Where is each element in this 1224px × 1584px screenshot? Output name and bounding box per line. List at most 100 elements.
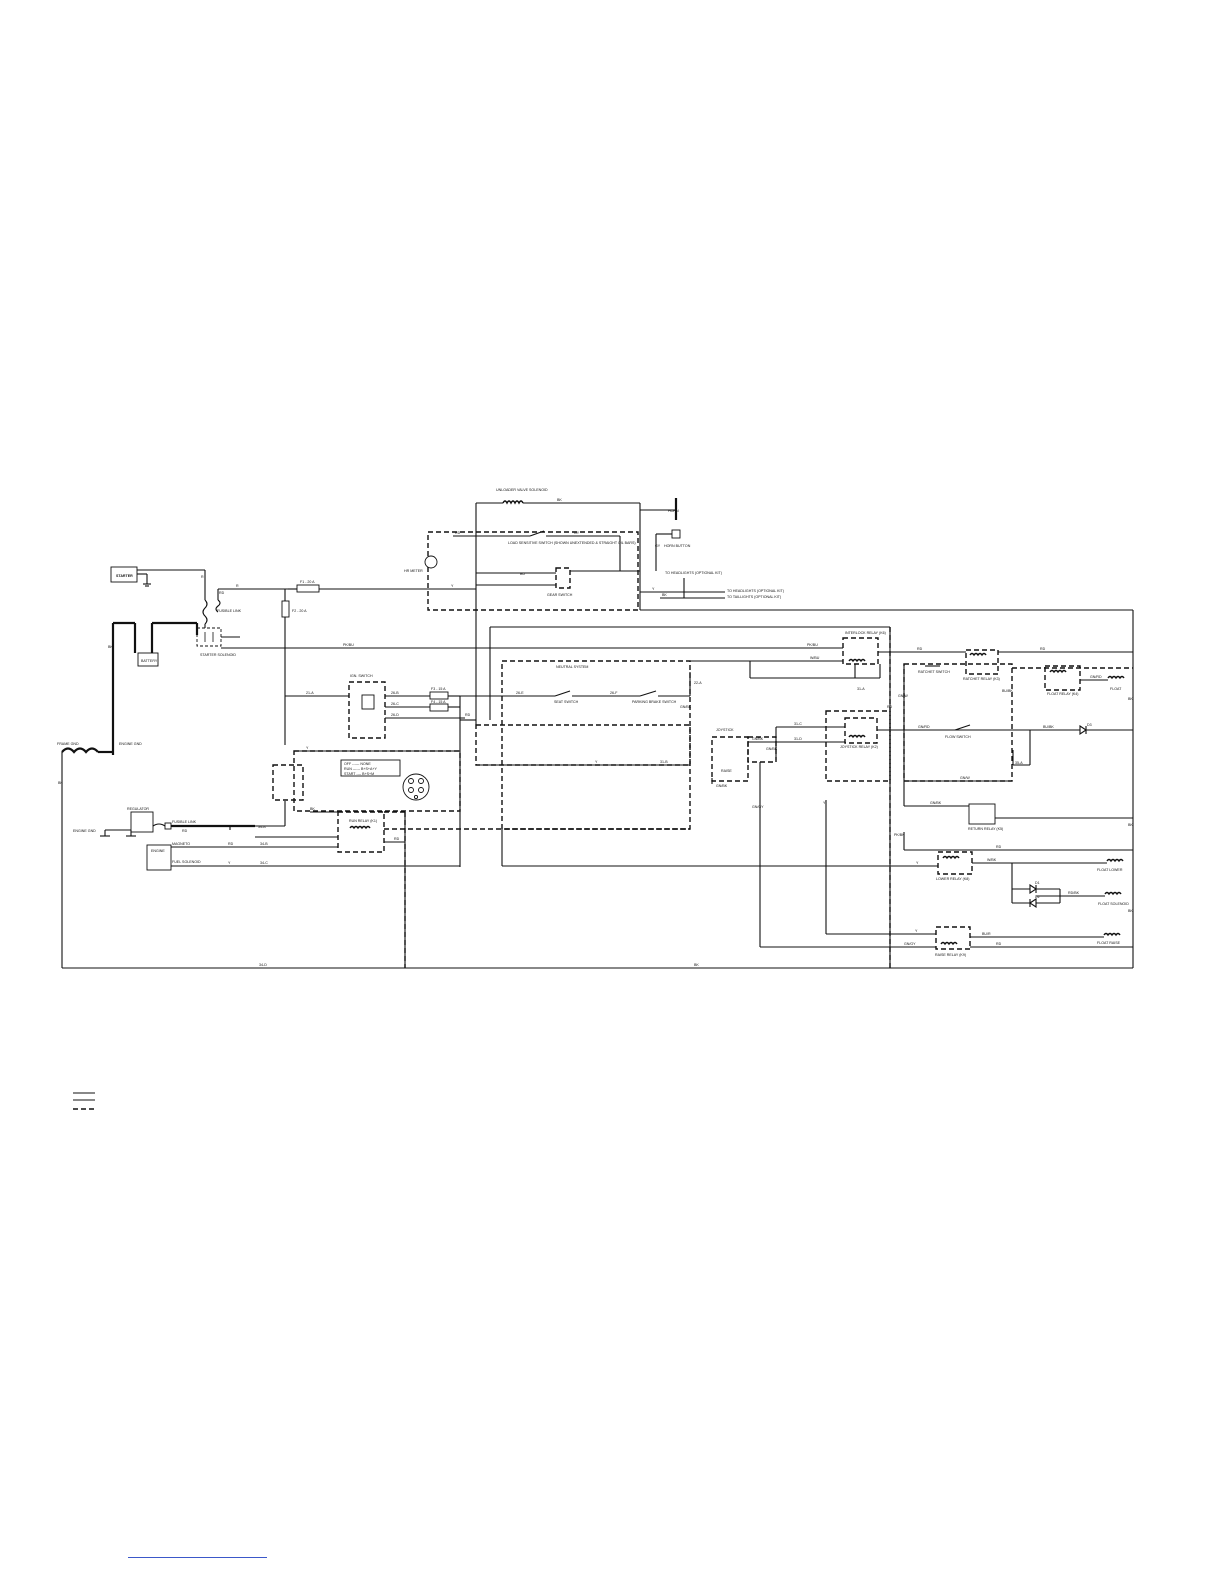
fusible-link-bottom: [152, 823, 166, 827]
battery: BATTERY: [137, 652, 159, 667]
svg-text:FRAME GND: FRAME GND: [57, 742, 79, 746]
unloader-solenoid: UNLOADER VALVE SOLENOID: [496, 488, 548, 505]
svg-text:REGULATOR: REGULATOR: [127, 807, 149, 811]
return-relay: RETURN RELAY (K5): [968, 803, 1003, 831]
connector-j1: [402, 773, 430, 801]
svg-text:RD: RD: [887, 705, 893, 709]
svg-text:RD: RD: [996, 845, 1002, 849]
svg-text:26-C: 26-C: [391, 702, 399, 706]
ign-switch: IGN. SWITCH: [348, 674, 386, 739]
joystick-relay: JOYSTICK RELAY (K2): [840, 717, 878, 749]
joystick: JOYSTICK RAISE: [711, 728, 749, 782]
svg-text:BU/BK: BU/BK: [1043, 725, 1054, 729]
svg-text:BK: BK: [108, 645, 113, 649]
svg-text:TO HEADLIGHTS (OPTIONAL KIT): TO HEADLIGHTS (OPTIONAL KIT): [727, 589, 784, 593]
svg-text:RD/BK: RD/BK: [1068, 891, 1080, 895]
float-solenoid: FLOAT: [1107, 675, 1125, 691]
svg-text:Y: Y: [823, 801, 826, 805]
svg-text:BK: BK: [310, 807, 315, 811]
svg-text:PK/BU: PK/BU: [343, 643, 354, 647]
svg-text:BU: BU: [520, 572, 525, 576]
svg-text:FLOAT RAISE: FLOAT RAISE: [1097, 941, 1121, 945]
key-switch-legend: OFF ------ NONE RUN ------ B+S+A+Y START…: [340, 759, 401, 777]
svg-text:RETURN RELAY (K5): RETURN RELAY (K5): [968, 827, 1003, 831]
svg-text:BU/BK: BU/BK: [1002, 689, 1013, 693]
svg-text:22-A: 22-A: [694, 681, 702, 685]
raise-relay: RAISE RELAY (K9): [935, 926, 971, 957]
svg-text:SEAT SWITCH: SEAT SWITCH: [554, 700, 579, 704]
svg-text:FLOAT SOLENOID: FLOAT SOLENOID: [1098, 902, 1129, 906]
ratchet-box: [903, 663, 1013, 782]
svg-text:W/BU: W/BU: [810, 656, 820, 660]
svg-text:35-A: 35-A: [1015, 761, 1023, 765]
svg-text:RUN ------ B+S+A+Y: RUN ------ B+S+A+Y: [344, 767, 377, 771]
svg-text:FLOW SWITCH: FLOW SWITCH: [945, 735, 971, 739]
svg-text:RD: RD: [182, 829, 188, 833]
float-relay: FLOAT RELAY (K4): [1044, 665, 1081, 696]
svg-text:F3 - 15 A: F3 - 15 A: [431, 687, 446, 691]
horn-button: HORN BUTTON: [655, 529, 691, 571]
svg-text:BK: BK: [694, 963, 699, 967]
svg-text:RD: RD: [465, 713, 471, 717]
svg-text:26-D: 26-D: [391, 713, 399, 717]
svg-text:Y: Y: [306, 746, 309, 750]
svg-text:RUN RELAY (K1): RUN RELAY (K1): [349, 819, 377, 823]
svg-text:F2 - 20 A: F2 - 20 A: [292, 609, 307, 613]
svg-text:GN/BK: GN/BK: [716, 784, 728, 788]
float-lower-coil: FLOAT LOWER: [1097, 858, 1124, 872]
gear-switch: GEAR SWITCH: [476, 567, 573, 597]
svg-text:FUSIBLE LINK: FUSIBLE LINK: [217, 609, 242, 613]
svg-text:BK: BK: [1128, 697, 1133, 701]
svg-text:LOAD SENSITIVE SWITCH (SHOWN U: LOAD SENSITIVE SWITCH (SHOWN UNEXTENDED …: [508, 541, 636, 545]
svg-text:F1 - 20 A: F1 - 20 A: [300, 580, 315, 584]
hour-meter: HR METER: [404, 555, 438, 573]
starter: STARTER: [110, 566, 151, 587]
svg-text:BK: BK: [1128, 909, 1133, 913]
ratchet-switch: RATCHET SWITCH: [918, 665, 950, 674]
svg-text:GN/GY: GN/GY: [752, 805, 764, 809]
diode-d1: [1029, 883, 1037, 895]
svg-text:RD: RD: [228, 842, 234, 846]
svg-text:Y: Y: [652, 587, 655, 591]
svg-text:UNLOADER VALVE SOLENOID: UNLOADER VALVE SOLENOID: [496, 488, 548, 492]
svg-text:Y: Y: [451, 584, 454, 588]
svg-text:IGN. SWITCH: IGN. SWITCH: [350, 674, 373, 678]
svg-text:ENGINE: ENGINE: [151, 849, 165, 853]
fusible-link-top: [202, 599, 208, 625]
svg-text:BATTERY: BATTERY: [141, 659, 158, 663]
neutral-system-box: [501, 660, 691, 830]
engine: ENGINE: [146, 844, 172, 871]
svg-text:RATCHET RELAY (K3): RATCHET RELAY (K3): [963, 677, 1000, 681]
svg-text:R: R: [236, 584, 239, 588]
svg-text:HORN BUTTON: HORN BUTTON: [664, 544, 691, 548]
svg-text:RD: RD: [996, 942, 1002, 946]
run-relay: RUN RELAY (K1): [337, 811, 385, 853]
svg-text:ENGINE GND: ENGINE GND: [119, 742, 142, 746]
svg-text:PK/BU: PK/BU: [807, 643, 818, 647]
svg-text:INTERLOCK RELAY (K6): INTERLOCK RELAY (K6): [845, 631, 886, 635]
svg-text:W/BK: W/BK: [987, 858, 997, 862]
svg-text:HORN: HORN: [668, 509, 679, 513]
svg-text:RD: RD: [1040, 647, 1046, 651]
svg-text:OFF ------ NONE: OFF ------ NONE: [344, 762, 371, 766]
svg-text:PK/BK: PK/BK: [894, 833, 905, 837]
svg-text:R: R: [201, 575, 204, 579]
svg-text:RAISE: RAISE: [721, 769, 732, 773]
svg-text:BK: BK: [1128, 823, 1133, 827]
svg-text:34-C: 34-C: [260, 861, 268, 865]
frame-gnd: FRAME GND ENGINE GND: [57, 742, 142, 754]
svg-text:RD: RD: [917, 647, 923, 651]
svg-text:34-A: 34-A: [258, 825, 266, 829]
interlock-relay: INTERLOCK RELAY (K6): [842, 631, 886, 665]
svg-text:RD: RD: [455, 531, 461, 535]
svg-text:Y: Y: [595, 760, 598, 764]
svg-text:26-B: 26-B: [391, 691, 399, 695]
svg-text:Y: Y: [915, 929, 918, 933]
starter-label: STARTER: [116, 574, 133, 578]
diode-d3: [1079, 724, 1087, 736]
svg-text:RAISE RELAY (K9): RAISE RELAY (K9): [935, 953, 966, 957]
svg-text:ENGINE GND: ENGINE GND: [73, 829, 96, 833]
seat-switch: SEAT SWITCH: [554, 690, 579, 704]
svg-text:GN/RD: GN/RD: [1090, 675, 1102, 679]
